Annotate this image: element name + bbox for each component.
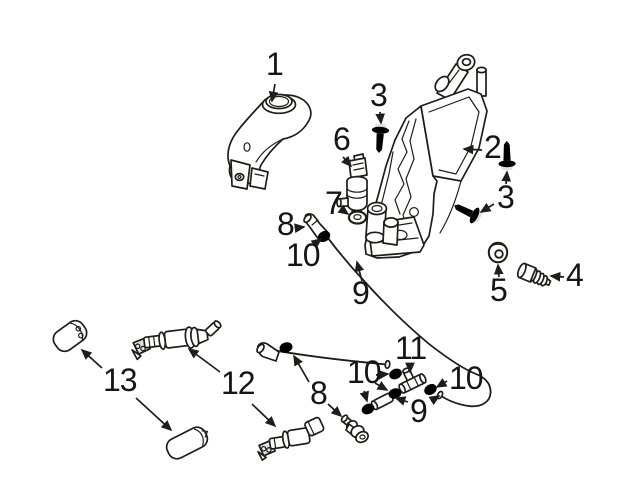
part-12-nozzle-upper [131, 320, 222, 361]
part-7-pump-grommet [347, 210, 368, 225]
leader-10-left-3 [359, 390, 369, 403]
callout-9-mid: 9 [352, 275, 370, 311]
leader-6 [341, 155, 353, 168]
leader-9-bottom-2 [428, 395, 441, 406]
leader-2 [462, 144, 483, 155]
part-8-elbow-lower-right [340, 414, 369, 444]
callout-10-upper: 10 [286, 237, 321, 273]
part-3-screw-top [370, 123, 390, 154]
callout-6: 6 [333, 121, 351, 157]
leader-4 [549, 271, 565, 282]
callout-8-lower: 8 [310, 375, 328, 411]
part-5-grommet [487, 241, 509, 264]
part-13-cover-upper [52, 319, 88, 353]
part-8-elbow-lower-left [256, 342, 280, 362]
part-12-nozzle-lower [257, 416, 325, 461]
leader-9-bottom-1 [394, 396, 409, 406]
part-2-reservoir-bracket-assembly [364, 53, 488, 259]
leader-8-lower-up [293, 354, 310, 383]
part-1-washer-fluid-reservoir [227, 93, 312, 190]
callout-7: 7 [325, 185, 343, 221]
leader-8-lower-down [327, 403, 343, 418]
leader-7 [337, 204, 350, 215]
part-13-cover-lower [165, 426, 209, 460]
callout-3-right: 3 [497, 179, 515, 215]
leader-3-top [375, 111, 385, 125]
callout-5: 5 [490, 272, 508, 308]
callout-10-right: 10 [449, 360, 484, 396]
leader-13-a [80, 348, 103, 369]
leader-5 [493, 263, 504, 278]
callout-10-left: 10 [347, 354, 382, 390]
part-9-hose-long [327, 237, 492, 408]
callout-13: 13 [103, 362, 138, 398]
callout-3-top: 3 [370, 77, 388, 113]
leader-10-left-1 [375, 369, 390, 380]
part-4-connector-valve [516, 262, 552, 287]
leader-3-right-down [479, 202, 495, 213]
leader-10-left-2 [374, 381, 389, 391]
leader-10-right [435, 377, 448, 388]
leader-12-b [251, 403, 277, 428]
callout-1: 1 [266, 46, 284, 82]
callout-11: 11 [395, 330, 427, 366]
part-3-screw-right-lower [450, 197, 484, 226]
leader-arrows [80, 83, 565, 432]
leader-10-upper [310, 238, 323, 249]
leader-13-b [135, 397, 173, 432]
leader-9-mid [354, 260, 365, 282]
leader-8-upper [294, 223, 306, 233]
callout-8-upper: 8 [277, 206, 295, 242]
callout-9-bottom: 9 [410, 393, 428, 429]
leader-1 [268, 83, 279, 103]
callout-12: 12 [221, 365, 256, 401]
callout-4: 4 [566, 257, 584, 293]
part-9-hose-short [271, 349, 391, 370]
leader-3-right-up [501, 170, 512, 185]
callout-2: 2 [484, 129, 502, 165]
leader-12-a [187, 348, 221, 373]
